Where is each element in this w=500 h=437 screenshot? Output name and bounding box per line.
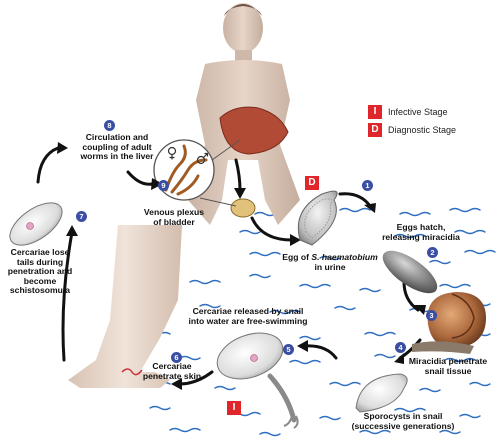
infective-stage-badge: I bbox=[227, 401, 241, 415]
bladder bbox=[230, 198, 256, 218]
arrow-7-to-8 bbox=[36, 146, 60, 184]
skin-lesion bbox=[121, 368, 143, 376]
stage-9-number: 9 bbox=[158, 180, 169, 191]
inset-to-liver-line bbox=[211, 139, 241, 161]
miracidium-stage-2 bbox=[382, 250, 438, 294]
legend-infective-badge: I bbox=[368, 105, 382, 119]
stage-3-number: 3 bbox=[426, 310, 437, 321]
snail-stage-3 bbox=[412, 292, 486, 354]
venous-leader-line bbox=[199, 197, 237, 207]
arrow-2-to-3 bbox=[402, 280, 420, 312]
stage-4-label: Sporocysts in snail(successive generatio… bbox=[351, 411, 455, 431]
legend-infective-label: Infective Stage bbox=[388, 107, 448, 117]
stage-5-number: 5 bbox=[283, 344, 294, 355]
adult-worms bbox=[164, 144, 208, 196]
cercaria-stage-7 bbox=[9, 202, 63, 246]
stage-6-number: 6 bbox=[171, 352, 182, 363]
diagnostic-stage-badge: D bbox=[305, 176, 319, 190]
egg-s-haematobium bbox=[297, 190, 338, 246]
sporocyst-stage-4 bbox=[355, 373, 408, 413]
arrow-8-to-9 bbox=[126, 170, 154, 186]
legend-diagnostic-label: Diagnostic Stage bbox=[388, 125, 457, 135]
arrow-bladder-to-egg bbox=[250, 216, 294, 242]
stage-4-number: 4 bbox=[395, 342, 406, 353]
arrow-heads bbox=[57, 142, 426, 390]
stage-1-label: Eggs hatch,releasing miracidia bbox=[382, 222, 460, 242]
stage-8-number: 8 bbox=[104, 120, 115, 131]
cercaria-stage-5 bbox=[216, 332, 299, 429]
female-symbol-icon bbox=[167, 146, 177, 160]
arrow-liver-to-bladder bbox=[234, 158, 242, 192]
leg bbox=[68, 225, 182, 388]
male-symbol-icon bbox=[196, 152, 209, 165]
arrow-egg-to-1 bbox=[338, 192, 372, 208]
stage-1-number: 1 bbox=[362, 180, 373, 191]
egg-label: Egg of S. haematobium in urine bbox=[282, 252, 378, 272]
stage-7-number: 7 bbox=[76, 211, 87, 222]
stage-2-number: 2 bbox=[427, 247, 438, 258]
arrow-4-to-5 bbox=[304, 344, 338, 360]
arrow-6-to-7 bbox=[61, 230, 74, 362]
arrow-5-to-6 bbox=[178, 370, 214, 386]
legend-diagnostic-badge: D bbox=[368, 123, 382, 137]
